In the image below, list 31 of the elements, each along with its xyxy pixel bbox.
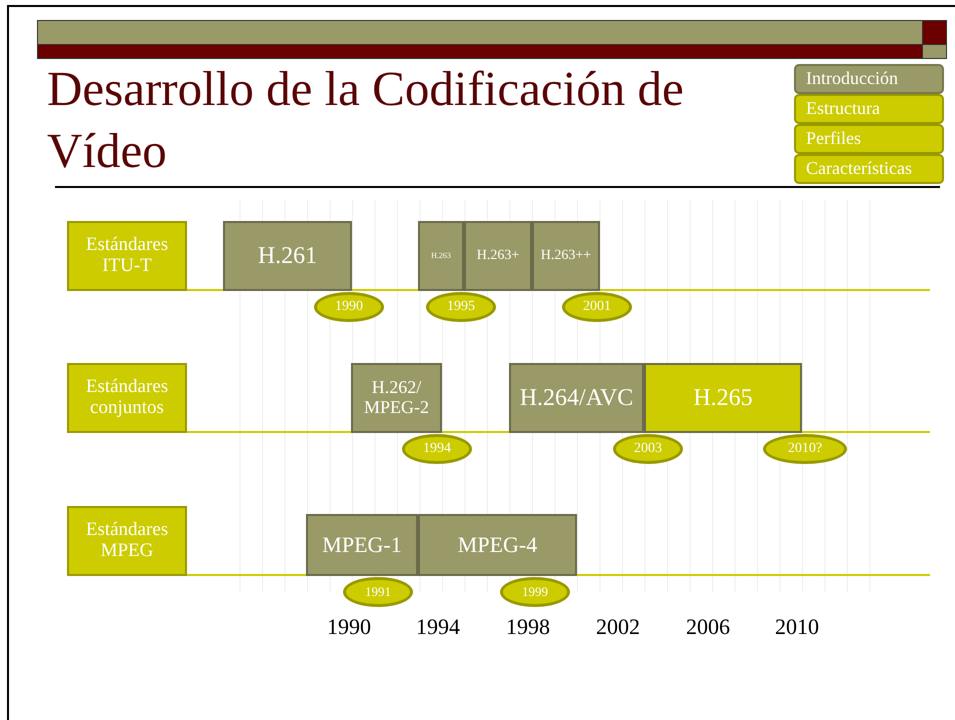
axis-year-label: 1994 xyxy=(415,614,461,640)
axis-year-label: 1990 xyxy=(326,614,372,640)
timeline-bar: MPEG-4 xyxy=(418,514,577,576)
timeline-bar: H.263++ xyxy=(532,221,600,291)
year-ellipse: 1991 xyxy=(343,577,413,607)
nav-tab: Introducción xyxy=(794,64,944,94)
axis-year-label: 2002 xyxy=(595,614,641,640)
row-header: Estándares MPEG xyxy=(67,506,187,576)
nav-tab: Características xyxy=(794,154,944,184)
timeline-bar: H.261 xyxy=(223,221,352,291)
year-ellipse: 1990 xyxy=(314,292,384,322)
year-ellipse: 1994 xyxy=(402,434,472,464)
row-header: Estándares ITU-T xyxy=(67,221,187,291)
nav-tab: Estructura xyxy=(794,94,944,124)
timeline-bar: H.264/AVC xyxy=(509,363,644,433)
timeline-bar: H.262/ MPEG-2 xyxy=(351,363,442,433)
row-header: Estándares conjuntos xyxy=(67,363,187,433)
timeline-bar: H.263 xyxy=(418,221,464,291)
axis-year-label: 2010 xyxy=(774,614,820,640)
nav-tab: Perfiles xyxy=(794,124,944,154)
year-ellipse: 2010? xyxy=(763,434,847,464)
axis-year-label: 1998 xyxy=(505,614,551,640)
year-ellipse: 1999 xyxy=(500,577,570,607)
timeline-bar: H.263+ xyxy=(464,221,532,291)
year-ellipse: 2001 xyxy=(562,292,632,322)
year-ellipse: 1995 xyxy=(426,292,496,322)
timeline-bar: H.265 xyxy=(644,363,802,433)
slide-title: Desarrollo de la Codificación de Vídeo xyxy=(47,60,685,180)
year-ellipse: 2003 xyxy=(613,434,683,464)
axis-year-label: 2006 xyxy=(685,614,731,640)
timeline-bar: MPEG-1 xyxy=(306,514,418,576)
